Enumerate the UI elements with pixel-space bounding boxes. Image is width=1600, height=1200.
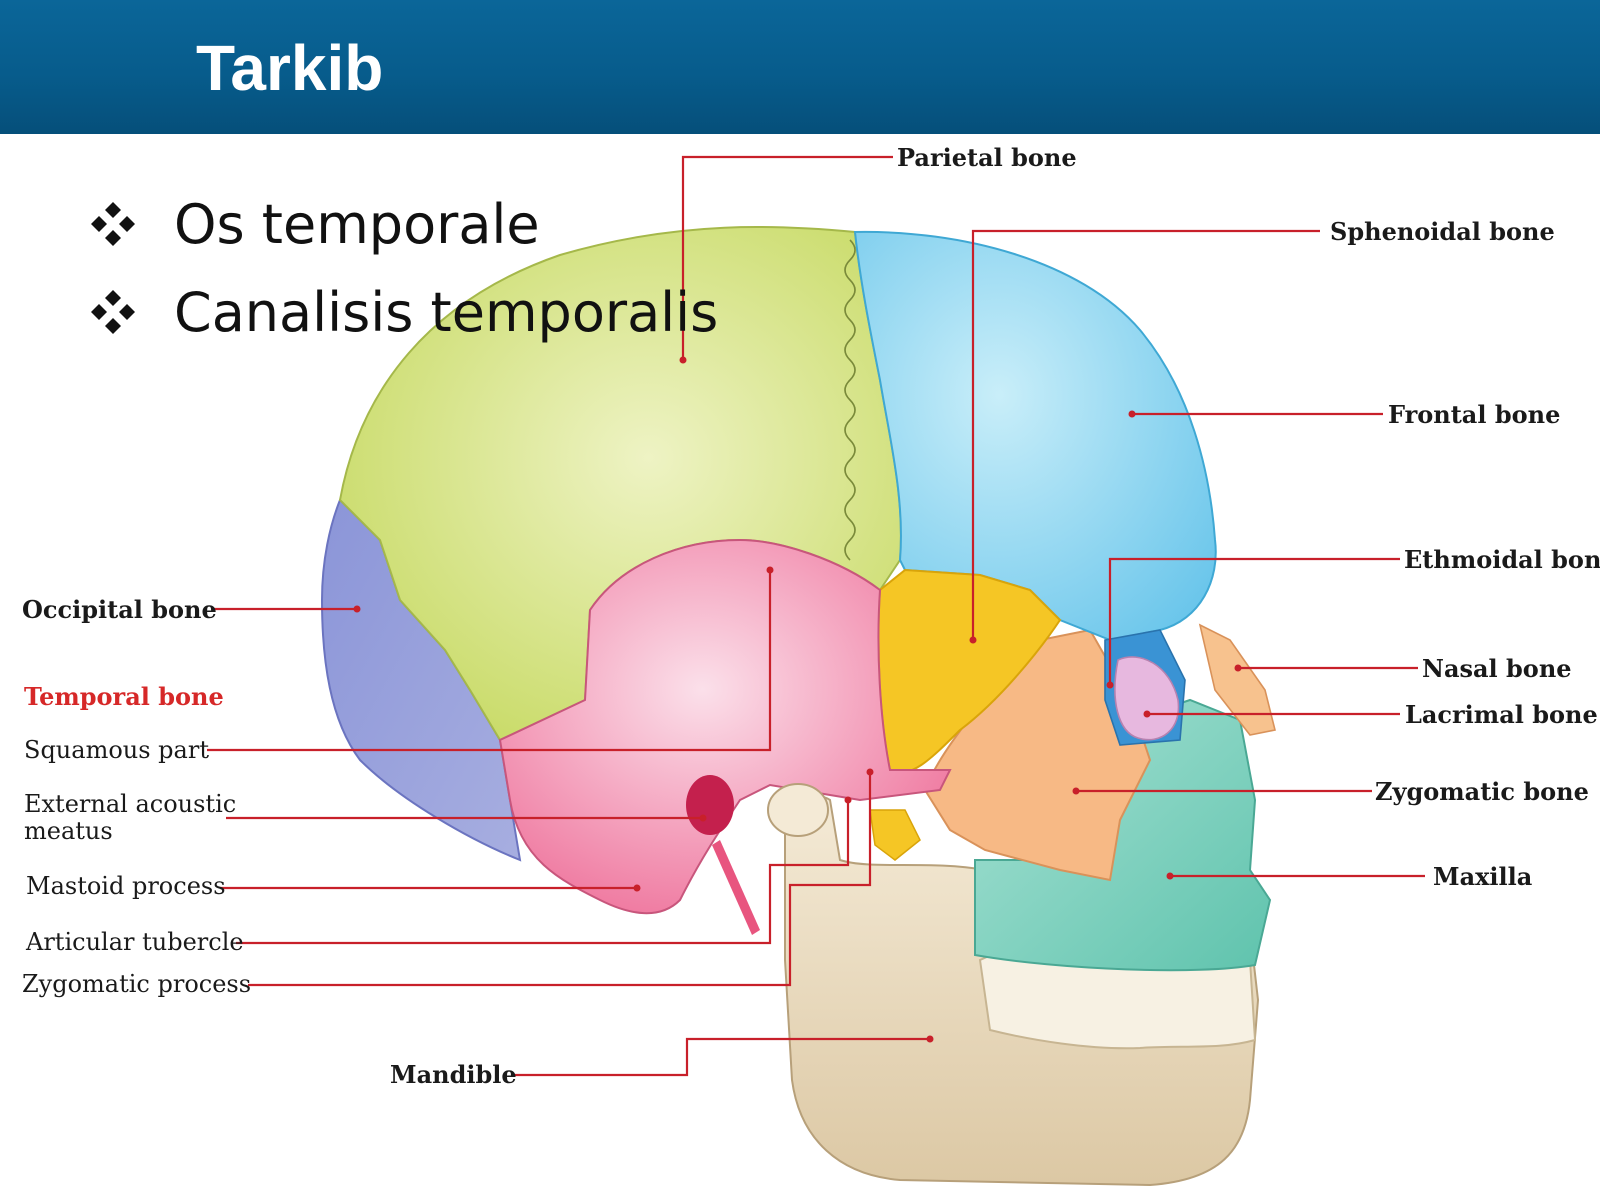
label-nasal-bone: Nasal bone [1422,654,1572,683]
diamond-bullet-icon [91,202,135,246]
label-squamous-part: Squamous part [24,736,209,764]
styloid-shape [712,840,760,935]
label-parietal-bone: Parietal bone [897,143,1077,172]
title-bar: Tarkib [0,0,1600,134]
label-external-acoustic: External acoustic [24,790,236,818]
nasal-shape [1198,623,1276,736]
lacrimal-shape [1114,656,1180,741]
diamond-bullet-icon [91,290,135,334]
label-occipital-bone: Occipital bone [22,595,217,624]
label-maxilla: Maxilla [1433,862,1532,891]
label-mandible: Mandible [390,1060,517,1089]
bullet-item: Canalisis temporalis [88,268,718,356]
label-lacrimal-bone: Lacrimal bone [1405,700,1598,729]
label-mastoid-process: Mastoid process [26,872,226,900]
bullet-item: Os temporale [88,180,718,268]
bullet-text: Os temporale [174,192,540,256]
label-sphenoidal-bone: Sphenoidal bone [1330,217,1555,246]
occipital-shape [320,498,522,862]
maxilla-shape [974,698,1272,972]
leader-lines [207,155,1425,1077]
label-frontal-bone: Frontal bone [1388,400,1560,429]
frontal-shape [853,230,1217,642]
temporal-shape [498,538,952,915]
bullet-list: Os temporale Canalisis temporalis [88,180,718,356]
bullet-text: Canalisis temporalis [174,280,719,344]
label-meatus: meatus [24,817,113,845]
external-meatus-shape [686,775,734,835]
label-ethmoidal-bone: Ethmoidal bone [1404,545,1600,574]
page-title: Tarkib [196,32,384,104]
label-zygomatic-process: Zygomatic process [22,970,251,998]
sphenoid-lower-shape [869,809,921,861]
label-articular-tubercle: Articular tubercle [25,928,244,956]
label-zygomatic-bone: Zygomatic bone [1375,777,1589,806]
mandible-condyle-shape [767,783,829,837]
label-temporal-bone: Temporal bone [24,682,224,711]
coronal-suture [844,239,856,561]
